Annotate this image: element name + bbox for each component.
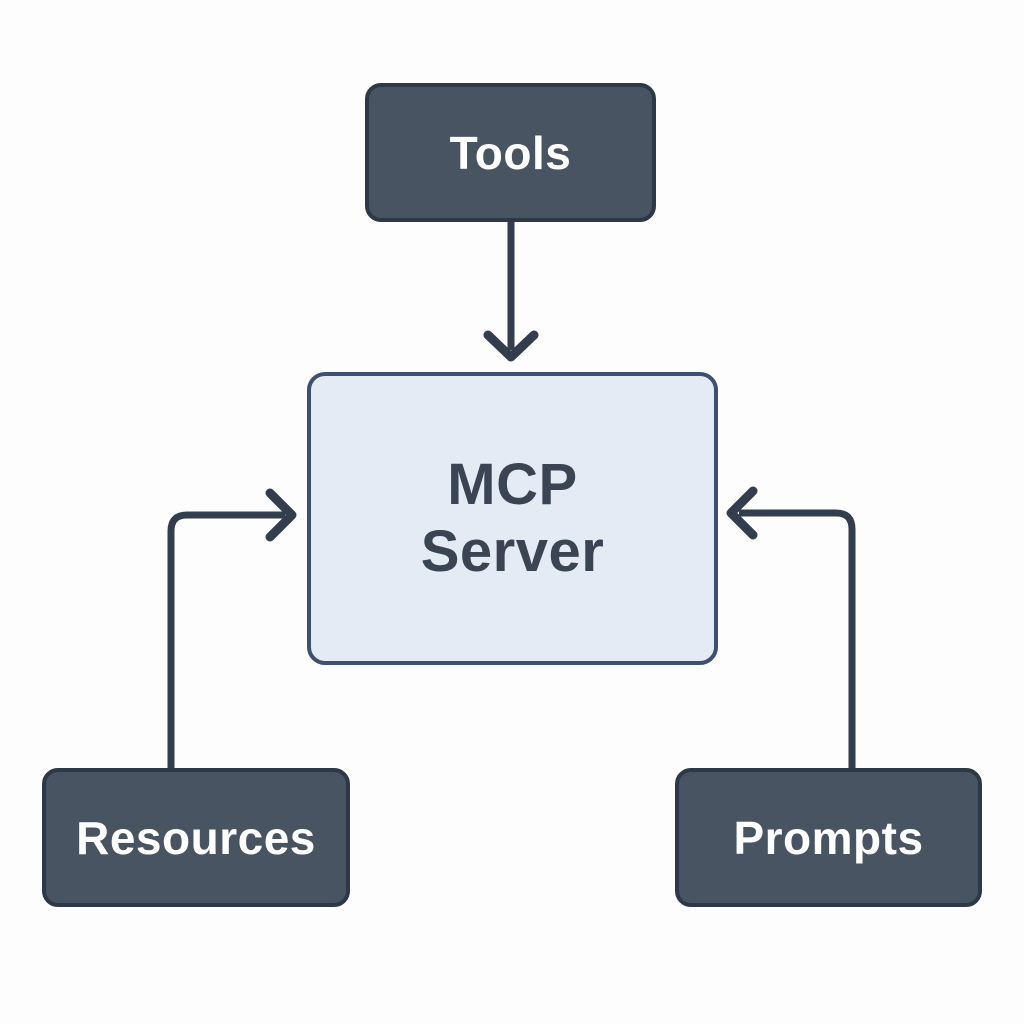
arrowhead-left-icon xyxy=(726,486,758,540)
node-resources-label: Resources xyxy=(76,811,316,864)
node-prompts-label: Prompts xyxy=(733,811,924,864)
connector-resources-to-mcp-server xyxy=(167,488,297,768)
node-tools-label: Tools xyxy=(449,126,572,179)
node-mcp-server: MCP Server xyxy=(307,372,718,665)
arrowhead-right-icon xyxy=(265,488,297,542)
connector-tools-to-mcp-server xyxy=(483,222,539,362)
node-prompts: Prompts xyxy=(675,768,982,907)
node-mcp-server-label: MCP Server xyxy=(420,451,605,584)
arrowhead-down-icon xyxy=(483,330,539,362)
node-resources: Resources xyxy=(42,768,350,907)
connector-prompts-to-mcp-server xyxy=(726,486,856,768)
node-tools: Tools xyxy=(365,83,656,222)
